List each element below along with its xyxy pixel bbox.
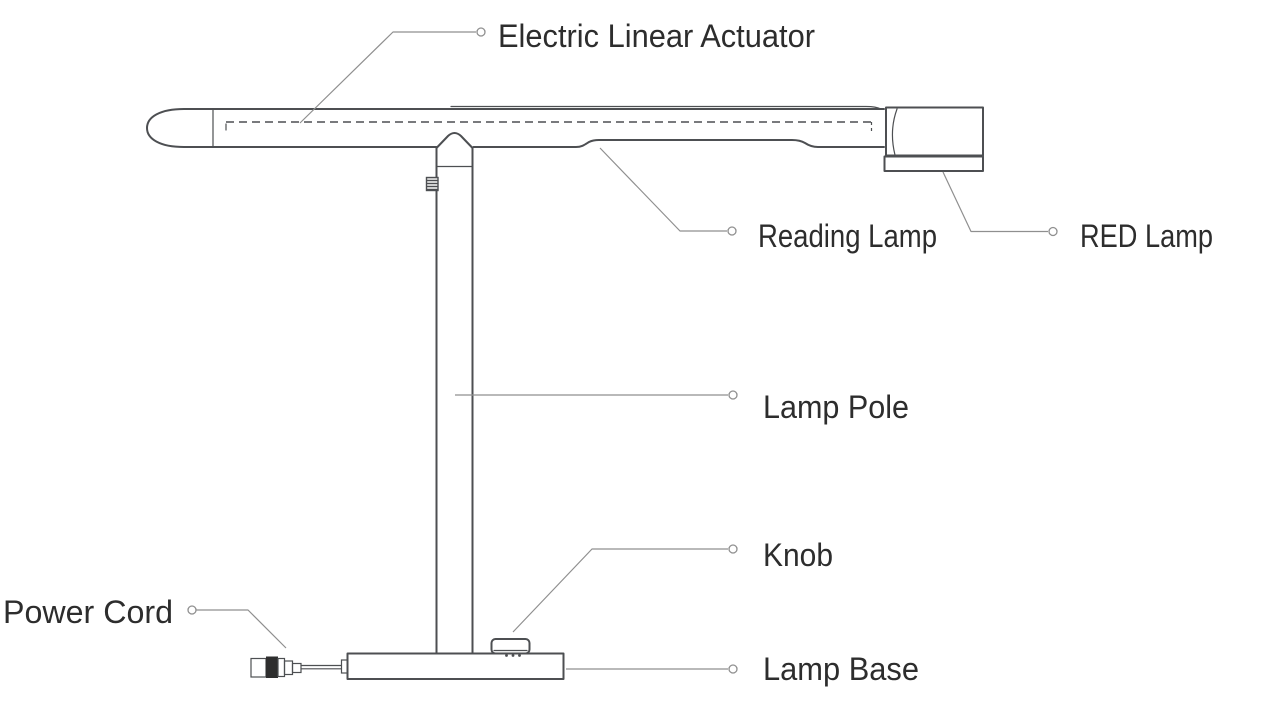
strain-relief-3 xyxy=(291,662,302,674)
leader-dot-lamp-pole xyxy=(728,390,738,400)
callout-leaders xyxy=(187,27,1058,674)
arm-top-ridge-line xyxy=(450,105,882,110)
strain-relief-2 xyxy=(283,660,294,676)
leader-dot-actuator xyxy=(476,27,486,37)
knob-dot-3 xyxy=(518,654,521,657)
label-power-cord: Power Cord xyxy=(3,594,173,630)
leader-dot-lamp-base xyxy=(728,664,738,674)
leader-actuator xyxy=(299,31,476,124)
lamp-arm xyxy=(146,105,885,148)
label-lamp-base: Lamp Base xyxy=(763,651,919,687)
red-lamp-head xyxy=(883,106,984,172)
knob-dot-1 xyxy=(505,654,508,657)
red-lamp-joint-curve xyxy=(891,108,898,156)
base-cord-inlet-tab xyxy=(340,659,349,674)
thumbscrew-knurling xyxy=(426,179,439,191)
leader-dot-reading-lamp xyxy=(727,226,737,236)
base-body xyxy=(346,652,565,680)
pole-peak-cap xyxy=(435,132,474,149)
label-actuator: Electric Linear Actuator xyxy=(498,18,815,54)
label-knob: Knob xyxy=(763,537,833,573)
cord-wire xyxy=(300,664,343,670)
knob-body xyxy=(490,638,531,655)
label-reading-lamp: Reading Lamp xyxy=(758,218,937,254)
label-lamp-pole: Lamp Pole xyxy=(763,389,909,425)
knob xyxy=(490,638,531,657)
leader-dot-red-lamp xyxy=(1048,226,1058,237)
plug-barrel xyxy=(250,657,267,678)
leader-power-cord xyxy=(196,609,287,649)
callout-labels: Electric Linear Actuator Reading Lamp RE… xyxy=(3,18,1213,687)
red-lamp-body xyxy=(885,106,984,157)
arm-outline xyxy=(146,108,885,148)
plug-band xyxy=(266,656,278,678)
label-red-lamp: RED Lamp xyxy=(1080,218,1213,254)
leader-reading-lamp xyxy=(599,147,727,232)
lamp-base xyxy=(340,652,565,680)
leader-knob xyxy=(512,548,728,633)
leader-dot-knob xyxy=(728,544,738,554)
strain-relief-1 xyxy=(277,657,286,678)
lamp-pole xyxy=(425,132,474,654)
thumbscrew xyxy=(425,176,439,192)
power-cord xyxy=(250,656,343,678)
knob-dot-2 xyxy=(511,654,515,657)
red-lamp-bottom-strip xyxy=(883,155,984,172)
leader-red-lamp xyxy=(942,171,1048,233)
leader-dot-power-cord xyxy=(187,605,197,615)
